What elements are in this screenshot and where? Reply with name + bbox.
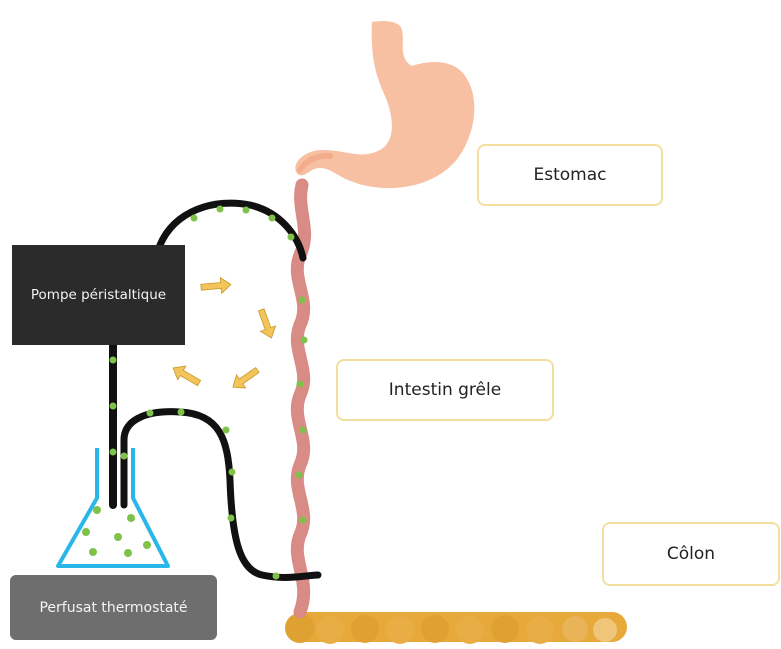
arrow-top-icon: [200, 277, 231, 296]
pump-label: Pompe péristaltique: [31, 287, 166, 303]
colon-shape: [285, 612, 627, 644]
colon-label: Côlon: [667, 544, 715, 564]
arrow-left-icon: [169, 361, 203, 390]
stomach-label: Estomac: [534, 165, 607, 185]
small-intestine-label: Intestin grêle: [389, 380, 501, 400]
stomach-label-box: Estomac: [477, 144, 663, 206]
arrow-bottom-right-icon: [228, 363, 262, 393]
bath-label: Perfusat thermostaté: [39, 600, 187, 616]
peristaltic-pump-box: Pompe péristaltique: [12, 245, 185, 345]
small-intestine-label-box: Intestin grêle: [336, 359, 554, 421]
arrow-right-icon: [254, 307, 279, 341]
thermostated-bath-box: Perfusat thermostaté: [10, 575, 217, 640]
colon-label-box: Côlon: [602, 522, 780, 586]
stomach-shape: [295, 21, 474, 188]
